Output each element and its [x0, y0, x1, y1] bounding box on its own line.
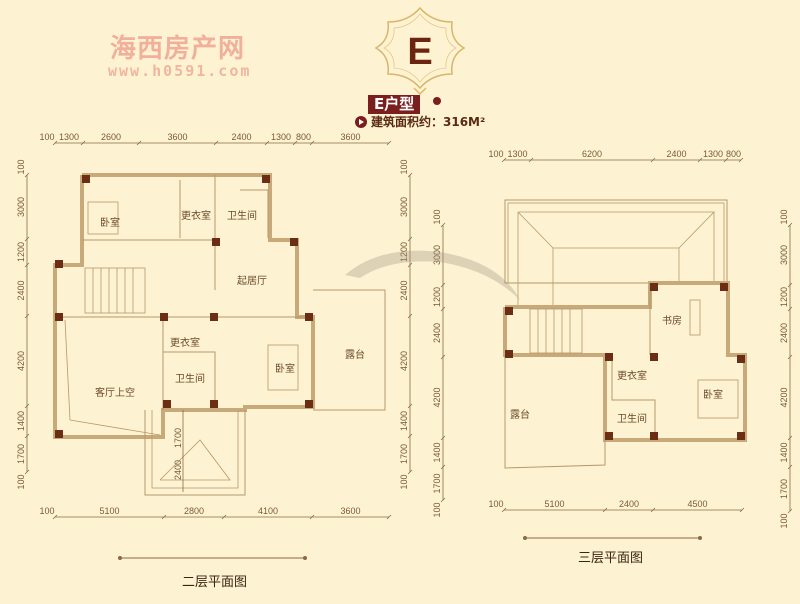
dimension-label: 4100: [258, 506, 278, 516]
dimension-label: 2400: [399, 280, 409, 300]
dimension-label: 2400: [432, 323, 442, 343]
room-bedroom-1: 卧室: [100, 216, 120, 229]
dimension-label: 1700: [399, 444, 409, 464]
room-bath-2: 卫生间: [175, 372, 205, 385]
dimension-label: 4200: [432, 387, 442, 407]
dimension-label: 4200: [779, 387, 789, 407]
area-label: 建筑面积约：316M²: [355, 115, 485, 129]
dimension-label: 3600: [167, 132, 187, 142]
dimension-label: 1700: [779, 479, 789, 499]
inner-dim: 1700: [173, 428, 183, 448]
dimension-label: 100: [779, 209, 789, 224]
room-living-void: 客厅上空: [95, 386, 135, 399]
dimension-label: 100: [399, 159, 409, 174]
dimension-label: 1400: [399, 411, 409, 431]
dimension-label: 3000: [399, 197, 409, 217]
dimension-label: 1200: [779, 287, 789, 307]
dimension-label: 100: [432, 209, 442, 224]
dimension-label: 1300: [271, 132, 291, 142]
dimension-label: 100: [39, 506, 54, 516]
room-terrace: 露台: [510, 408, 530, 421]
logo-letter: E: [407, 31, 432, 73]
dimension-label: 2400: [231, 132, 251, 142]
floor3-title: 三层平面图: [578, 551, 644, 566]
dimension-label: 1300: [507, 149, 527, 159]
dimension-label: 800: [296, 132, 311, 142]
dimension-label: 3600: [340, 132, 360, 142]
dimension-label: 5100: [544, 499, 564, 509]
dimension-label: 100: [779, 513, 789, 528]
dimension-label: 1400: [432, 442, 442, 462]
play-icon: [355, 116, 367, 128]
room-family: 起居厅: [237, 275, 267, 287]
dimension-label: 3000: [432, 245, 442, 265]
room-terrace: 露台: [345, 348, 365, 361]
dimension-label: 4200: [16, 351, 26, 371]
dimension-label: 1700: [16, 444, 26, 464]
dimension-label: 100: [16, 159, 26, 174]
dimension-label: 2800: [184, 506, 204, 516]
room-bedroom-2: 卧室: [275, 362, 295, 375]
dimension-label: 100: [488, 499, 503, 509]
room-bedroom: 卧室: [703, 388, 723, 401]
room-closet-1: 更衣室: [181, 209, 211, 222]
dimension-label: 3000: [779, 245, 789, 265]
dimension-label: 100: [488, 149, 503, 159]
room-closet-2: 更衣室: [170, 336, 200, 349]
dimension-label: 2400: [666, 149, 686, 159]
dimension-label: 1300: [703, 149, 723, 159]
title-rules: [118, 536, 702, 560]
dimension-label: 2400: [619, 499, 639, 509]
dimension-label: 1200: [399, 242, 409, 262]
dimension-label: 100: [39, 132, 54, 142]
logo-emblem: E: [374, 6, 466, 96]
room-closet: 更衣室: [617, 369, 647, 382]
room-bath-1: 卫生间: [227, 209, 257, 222]
area-text: 建筑面积约：316M²: [371, 115, 486, 129]
dimension-label: 4200: [399, 351, 409, 371]
floor2-plan: 卧室 更衣室 卫生间 起居厅 更衣室 卫生间 卧室 露台 客厅上空 1700 2…: [53, 173, 386, 496]
dimension-label: 5100: [99, 506, 119, 516]
inner-dim: 2400: [173, 460, 183, 480]
dimension-label: 1200: [16, 242, 26, 262]
dimension-label: 1200: [432, 287, 442, 307]
dimension-label: 2600: [101, 132, 121, 142]
dimension-label: 1400: [16, 411, 26, 431]
dimension-label: 100: [399, 474, 409, 489]
watermark-name: 海西房产网: [110, 34, 246, 64]
dimension-label: 6200: [582, 149, 602, 159]
dimension-label: 4500: [687, 499, 707, 509]
dimension-label: 1300: [59, 132, 79, 142]
dimension-label: 3000: [16, 197, 26, 217]
dimension-label: 2400: [779, 323, 789, 343]
watermark-url: www.h0591.com: [108, 62, 252, 80]
floor3-plan: 书房 更衣室 卫生间 卧室 露台: [503, 199, 747, 469]
watermark-swoosh: [345, 250, 520, 300]
dimension-label: 1700: [432, 473, 442, 493]
dimension-label: 2400: [16, 280, 26, 300]
floor2-title: 二层平面图: [182, 575, 248, 590]
dimension-label: 1400: [779, 442, 789, 462]
dimension-label: 3600: [340, 506, 360, 516]
dimension-label: 100: [432, 502, 442, 517]
dimension-label: 100: [16, 474, 26, 489]
room-bath: 卫生间: [617, 412, 647, 425]
badge-dot-icon: [433, 97, 441, 105]
unit-type-badge: E户型: [368, 95, 421, 114]
dimension-label: 800: [726, 149, 741, 159]
room-study: 书房: [662, 314, 682, 327]
